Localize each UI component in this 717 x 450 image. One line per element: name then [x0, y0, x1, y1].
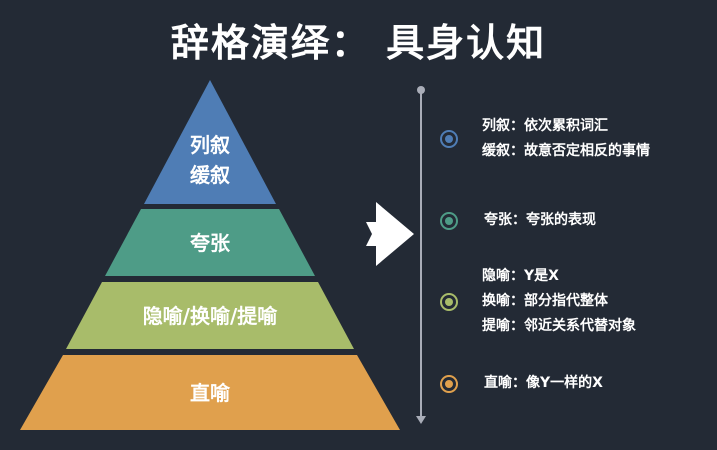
- tier-3-label: 隐喻/换喻/提喻: [142, 304, 278, 328]
- timeline-end-arrow: [416, 416, 426, 424]
- bullet-icon: [440, 211, 458, 230]
- pyramid-tier-1: [144, 80, 276, 204]
- tier-2-label: 夸张: [190, 231, 230, 255]
- pyramid-tier-2: [105, 209, 315, 276]
- pyramid-tier-4: [20, 355, 400, 430]
- legend-item-4: 直喻：像Y一样的X: [440, 371, 603, 396]
- legend-item-3: 隐喻：Y是X 换喻：部分指代整体 提喻：邻近关系代替对象: [440, 264, 636, 339]
- tier-4-label: 直喻: [190, 381, 230, 405]
- tier-1-label: 列叙 缓叙: [190, 133, 230, 187]
- bullet-icon: [440, 374, 458, 393]
- right-arrow-icon: [366, 202, 414, 266]
- legend-item-1: 列叙：依次累积词汇 缓叙：故意否定相反的事情: [440, 114, 650, 164]
- legend-item-2: 夸张：夸张的表现: [440, 208, 596, 233]
- page-title: 辞格演绎： 具身认知: [170, 21, 547, 65]
- timeline-start-dot: [417, 86, 425, 94]
- pyramid-tier-3: [66, 282, 354, 349]
- bullet-icon: [440, 130, 458, 148]
- bullet-icon: [440, 292, 458, 311]
